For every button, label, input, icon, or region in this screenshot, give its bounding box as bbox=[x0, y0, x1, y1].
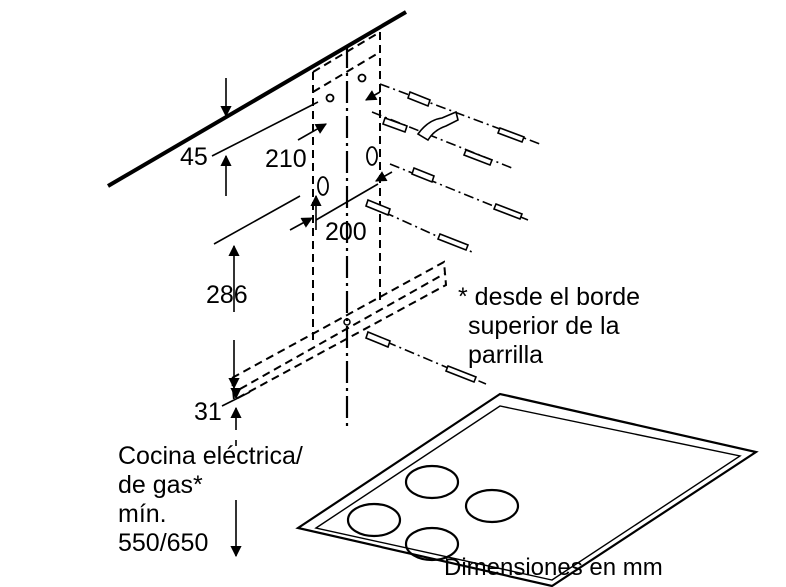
wall-plugs-and-screws bbox=[365, 83, 541, 385]
cooktop bbox=[295, 392, 759, 587]
cooktop-label-line-2: de gas* bbox=[118, 471, 203, 499]
note-line-1: * desde el borde bbox=[458, 283, 641, 311]
ceiling-line bbox=[106, 10, 408, 188]
dimension-31-label: 31 bbox=[194, 398, 222, 426]
cooktop-label-line-3: mín. bbox=[118, 500, 167, 528]
dimension-45-label: 45 bbox=[180, 143, 208, 171]
dimension-200-lines bbox=[289, 171, 393, 231]
dimension-286-lines bbox=[213, 195, 301, 390]
canopy-center-mark bbox=[343, 318, 351, 326]
dimension-31-lines bbox=[221, 387, 251, 430]
cooktop-label-block: Cocina eléctrica/ de gas* mín. 550/650 bbox=[118, 442, 303, 558]
dimension-210-lines bbox=[297, 90, 381, 230]
note-block: * desde el borde superior de la parrilla bbox=[458, 283, 640, 370]
dimension-45-lines bbox=[211, 78, 319, 196]
hood-canopy-outline bbox=[230, 260, 448, 402]
note-line-3: parrilla bbox=[468, 341, 544, 369]
note-line-2: superior de la bbox=[468, 312, 620, 340]
mounting-holes bbox=[317, 73, 378, 196]
dimension-286-label: 286 bbox=[206, 281, 248, 309]
cooktop-label-line-1: Cocina eléctrica/ bbox=[118, 442, 303, 470]
cooktop-burners bbox=[346, 464, 520, 562]
dimension-210-label: 210 bbox=[265, 145, 307, 173]
cooktop-label-line-4: 550/650 bbox=[118, 529, 209, 557]
dimension-200-label: 200 bbox=[325, 218, 367, 246]
units-caption: Dimensiones en mm bbox=[444, 554, 663, 581]
